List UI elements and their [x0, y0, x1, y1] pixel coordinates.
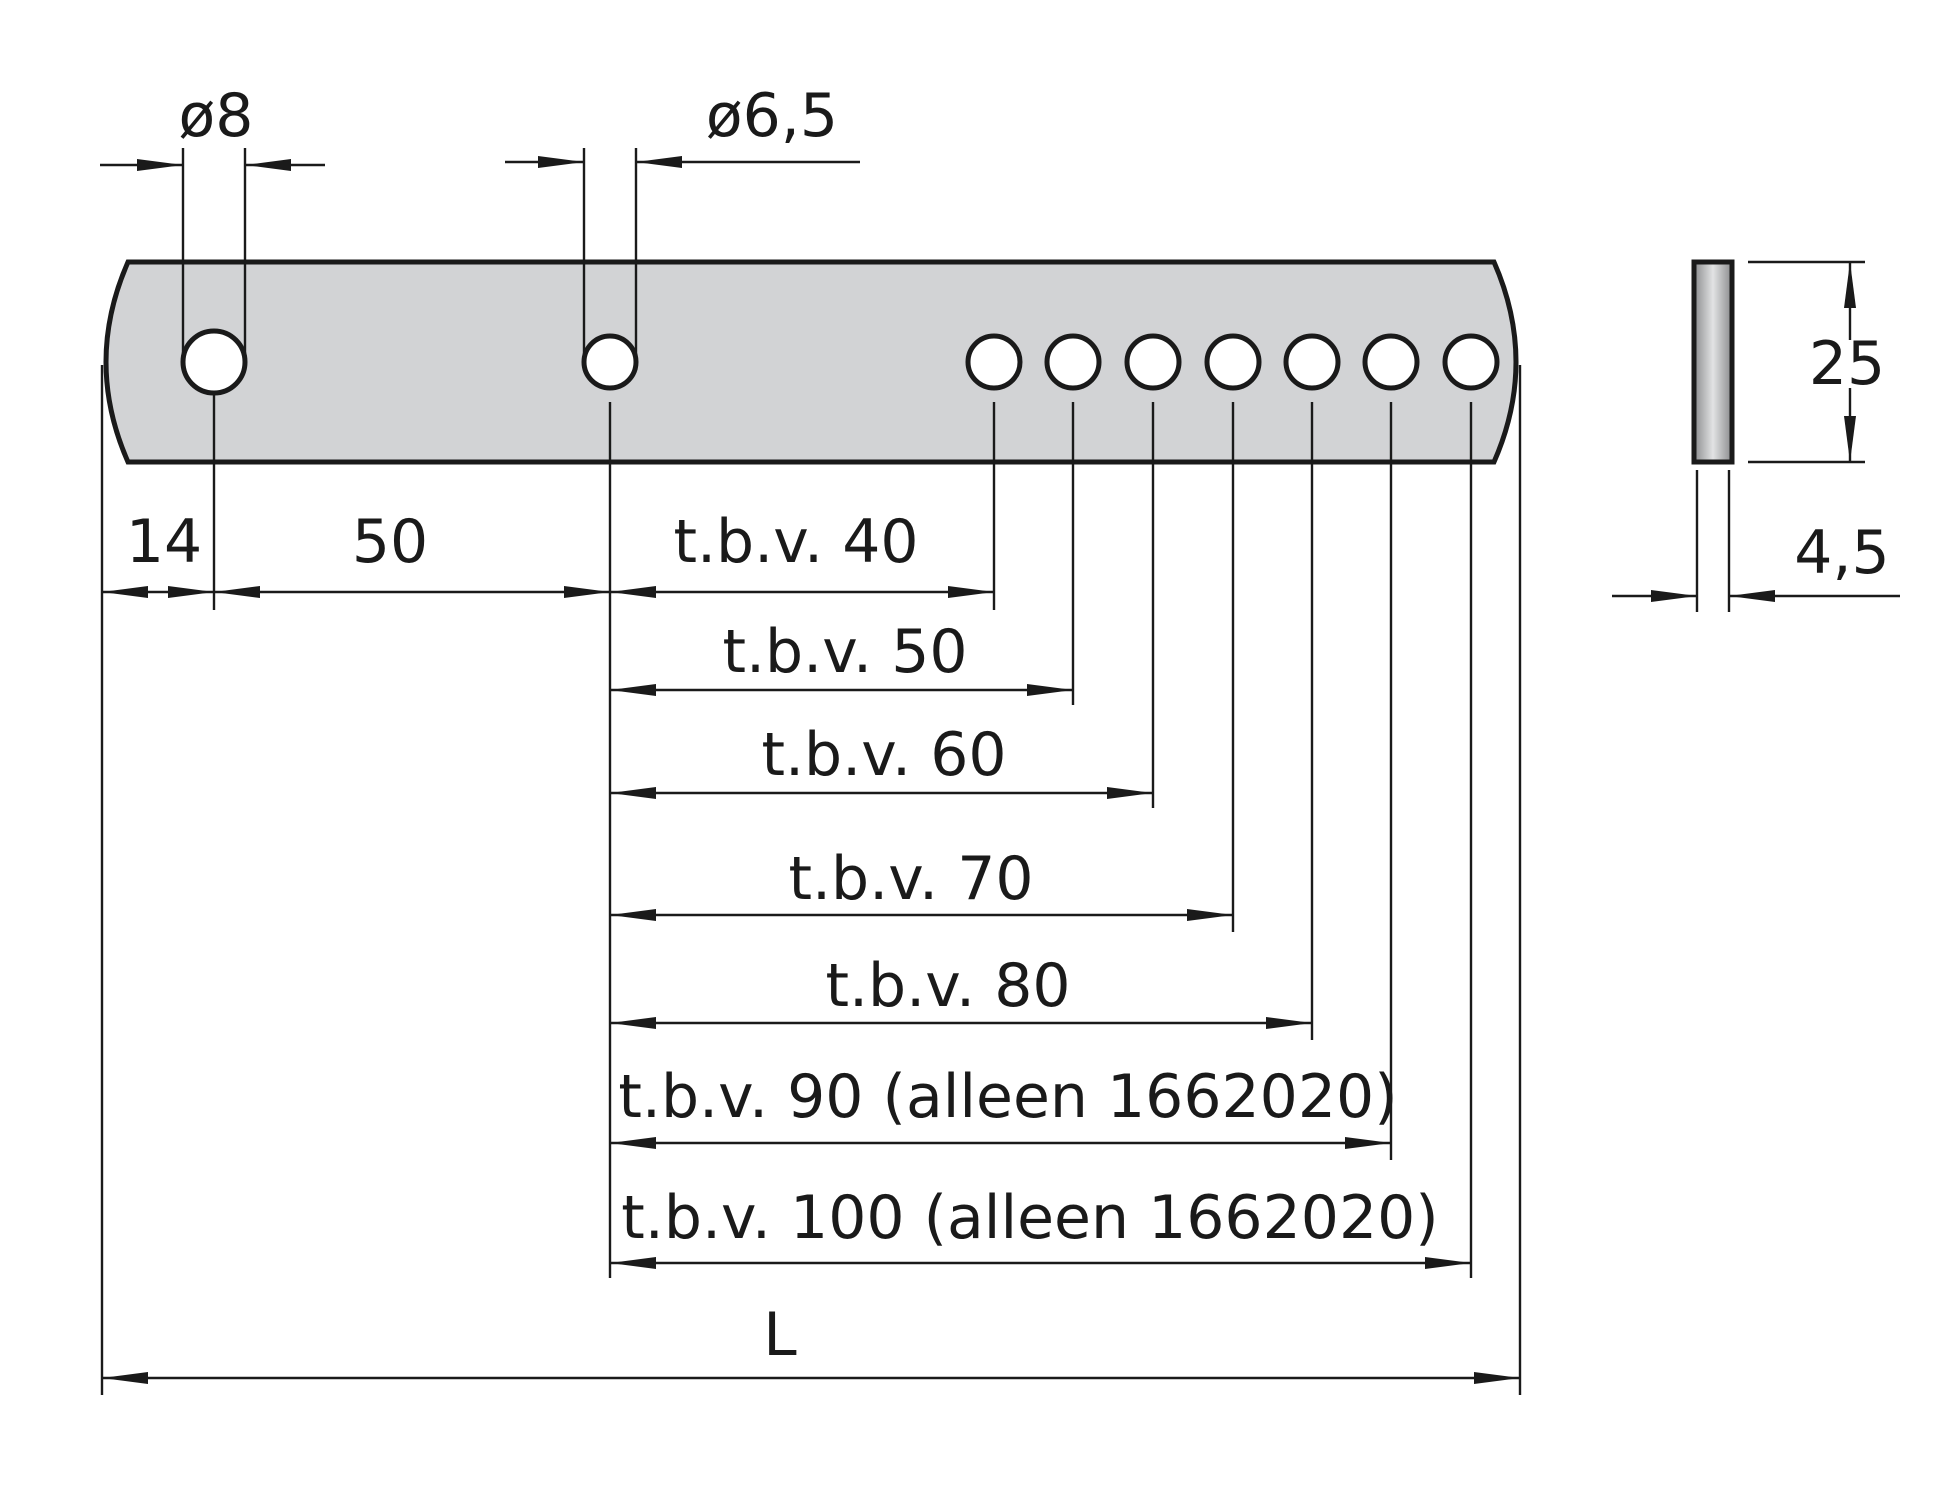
hole-60 — [1124, 333, 1182, 391]
label-50: 50 — [352, 507, 428, 577]
dimension-50: 50 — [214, 507, 610, 598]
label-tbv-50: t.b.v. 50 — [722, 617, 967, 687]
dimension-thickness: 4,5 — [1612, 470, 1900, 612]
label-height: 25 — [1809, 329, 1885, 399]
dimension-tbv-50: t.b.v. 50 — [610, 617, 1073, 696]
label-tbv-90: t.b.v. 90 (alleen 1662020) — [618, 1062, 1397, 1132]
label-tbv-70: t.b.v. 70 — [788, 844, 1033, 914]
label-14: 14 — [126, 507, 202, 577]
hole-50 — [1044, 333, 1102, 391]
label-length-L: L — [763, 1300, 797, 1370]
strip-body — [103, 259, 1519, 465]
dimension-tbv-70: t.b.v. 70 — [610, 844, 1233, 921]
hole-large — [180, 328, 248, 396]
label-tbv-80: t.b.v. 80 — [825, 951, 1070, 1021]
label-dia-large: ø8 — [179, 81, 254, 151]
dimension-tbv-80: t.b.v. 80 — [610, 951, 1312, 1029]
dimension-tbv-90: t.b.v. 90 (alleen 1662020) — [610, 1062, 1398, 1149]
hole-70 — [1204, 333, 1262, 391]
dimension-tbv-60: t.b.v. 60 — [610, 720, 1153, 799]
hole-100 — [1442, 333, 1500, 391]
label-tbv-60: t.b.v. 60 — [761, 720, 1006, 790]
label-tbv-100: t.b.v. 100 (alleen 1662020) — [621, 1183, 1438, 1253]
dimension-length-L: L — [102, 1300, 1520, 1384]
label-dia-small: ø6,5 — [706, 81, 838, 151]
hole-90 — [1362, 333, 1420, 391]
side-view-profile — [1691, 259, 1735, 465]
dimension-14: 14 — [102, 507, 214, 598]
dimension-dia-small: ø6,5 — [505, 81, 860, 355]
dimension-tbv-40: t.b.v. 40 — [610, 507, 994, 598]
hole-40 — [965, 333, 1023, 391]
label-tbv-40: t.b.v. 40 — [673, 507, 918, 577]
hole-80 — [1283, 333, 1341, 391]
label-thickness: 4,5 — [1794, 518, 1889, 588]
hole-small — [581, 333, 639, 391]
dimension-dia-large: ø8 — [100, 81, 325, 355]
dimension-tbv-100: t.b.v. 100 (alleen 1662020) — [610, 1183, 1471, 1269]
dimension-height: 25 — [1748, 260, 1885, 464]
